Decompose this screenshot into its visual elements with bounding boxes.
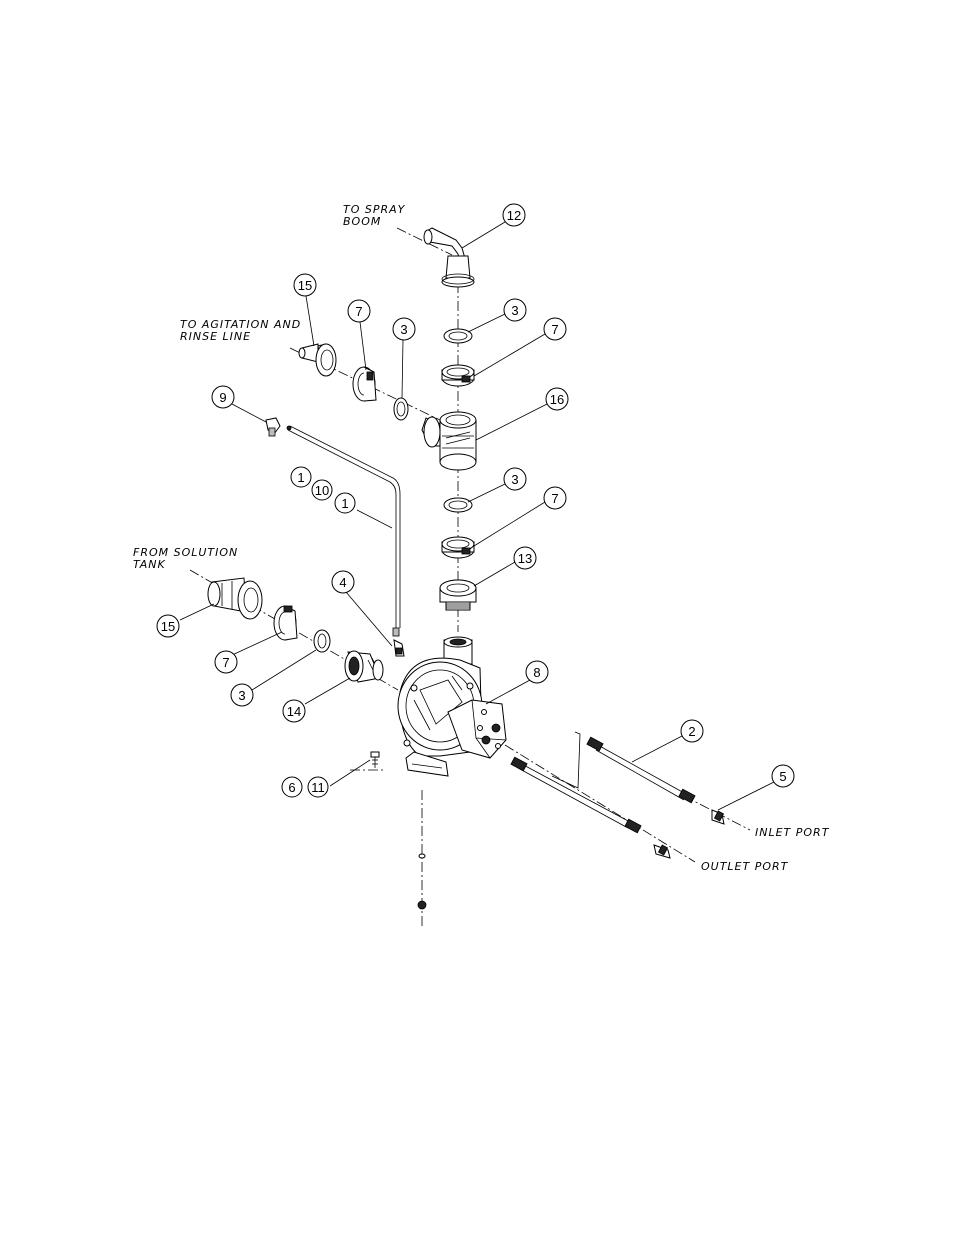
svg-text:6: 6	[288, 780, 295, 795]
callout-1-a: 1	[290, 466, 312, 488]
svg-text:10: 10	[315, 483, 329, 498]
svg-text:1: 1	[297, 470, 304, 485]
svg-text:15: 15	[161, 619, 175, 634]
lower-clamp-part	[441, 536, 475, 559]
agitation-hose-barb-part	[298, 343, 337, 377]
solution-hose-barb-part	[207, 577, 263, 620]
callout-12: 12	[502, 203, 526, 227]
cap-screw-part	[370, 751, 380, 768]
svg-text:1: 1	[341, 496, 348, 511]
label-inlet-port: INLET PORT	[755, 826, 830, 839]
svg-text:7: 7	[355, 304, 362, 319]
callout-7-b: 7	[543, 317, 567, 341]
callout-4: 4	[331, 570, 355, 594]
svg-text:3: 3	[400, 322, 407, 337]
callout-11: 11	[307, 776, 329, 798]
callout-6: 6	[281, 776, 303, 798]
label-agitation-line2: RINSE LINE	[180, 330, 251, 343]
svg-text:7: 7	[222, 655, 229, 670]
callout-5: 5	[771, 764, 795, 788]
label-to-spray-boom-line1: TO SPRAY	[343, 203, 406, 216]
agitation-clamp-part	[352, 366, 377, 402]
callout-9: 9	[211, 385, 235, 409]
callout-10: 10	[311, 479, 333, 501]
svg-text:7: 7	[551, 322, 558, 337]
adapter-fitting-part	[439, 579, 477, 611]
label-solution-tank-line1: FROM SOLUTION	[133, 546, 238, 559]
label-to-spray-boom-line2: BOOM	[343, 215, 381, 228]
tube-fitting-part	[392, 627, 405, 657]
svg-text:8: 8	[533, 665, 540, 680]
callout-3-b: 3	[503, 298, 527, 322]
lube-tubing-part	[286, 425, 401, 628]
callout-7-d: 7	[214, 650, 238, 674]
label-solution-tank-line2: TANK	[133, 558, 166, 571]
upper-gasket-part	[443, 328, 473, 344]
tee-fitting-part	[421, 411, 477, 471]
leader-lines	[179, 221, 775, 811]
elbow-fitting-part	[423, 227, 475, 288]
svg-text:12: 12	[507, 208, 521, 223]
callout-3-a: 3	[392, 317, 416, 341]
svg-text:13: 13	[518, 551, 532, 566]
solution-clamp-part	[273, 605, 298, 641]
svg-text:4: 4	[339, 575, 346, 590]
svg-text:15: 15	[298, 278, 312, 293]
svg-text:5: 5	[779, 769, 786, 784]
inlet-hose-part	[551, 731, 696, 804]
solution-gasket-part	[313, 629, 331, 653]
label-agitation-line1: TO AGITATION AND	[180, 318, 301, 331]
callout-16: 16	[545, 387, 569, 411]
svg-text:3: 3	[238, 688, 245, 703]
inlet-adapter-part	[711, 809, 725, 825]
svg-text:11: 11	[311, 780, 325, 795]
callout-1-b: 1	[334, 492, 356, 514]
callout-balloons: 12 15 7 3 3 7 9 16 1 10 1 3 7 13 4 15 7 …	[156, 203, 795, 798]
callout-3-c: 3	[503, 467, 527, 491]
svg-text:7: 7	[551, 491, 558, 506]
svg-text:2: 2	[688, 724, 695, 739]
svg-text:16: 16	[550, 392, 564, 407]
svg-text:14: 14	[287, 704, 301, 719]
callout-15-left: 15	[156, 614, 180, 638]
callout-13: 13	[513, 546, 537, 570]
svg-text:3: 3	[511, 472, 518, 487]
outlet-hose-part	[510, 756, 671, 859]
callout-8: 8	[525, 660, 549, 684]
agitation-gasket-part	[393, 397, 409, 421]
callout-14: 14	[282, 699, 306, 723]
pipe-nipple-part	[344, 650, 384, 683]
upper-clamp-part	[441, 364, 475, 387]
svg-text:3: 3	[511, 303, 518, 318]
lower-gasket-part	[443, 497, 473, 513]
hydraulic-motor-part	[447, 699, 507, 759]
callout-15-top: 15	[293, 273, 317, 297]
port-labels: TO SPRAY BOOM TO AGITATION AND RINSE LIN…	[133, 203, 830, 873]
elbow-grease-fitting-part	[265, 417, 281, 437]
callout-3-d: 3	[230, 683, 254, 707]
callout-7-c: 7	[543, 486, 567, 510]
svg-text:9: 9	[219, 390, 226, 405]
callout-7-a: 7	[347, 299, 371, 323]
callout-2: 2	[680, 719, 704, 743]
drain-plug-parts	[417, 853, 427, 910]
label-outlet-port: OUTLET PORT	[701, 860, 789, 873]
